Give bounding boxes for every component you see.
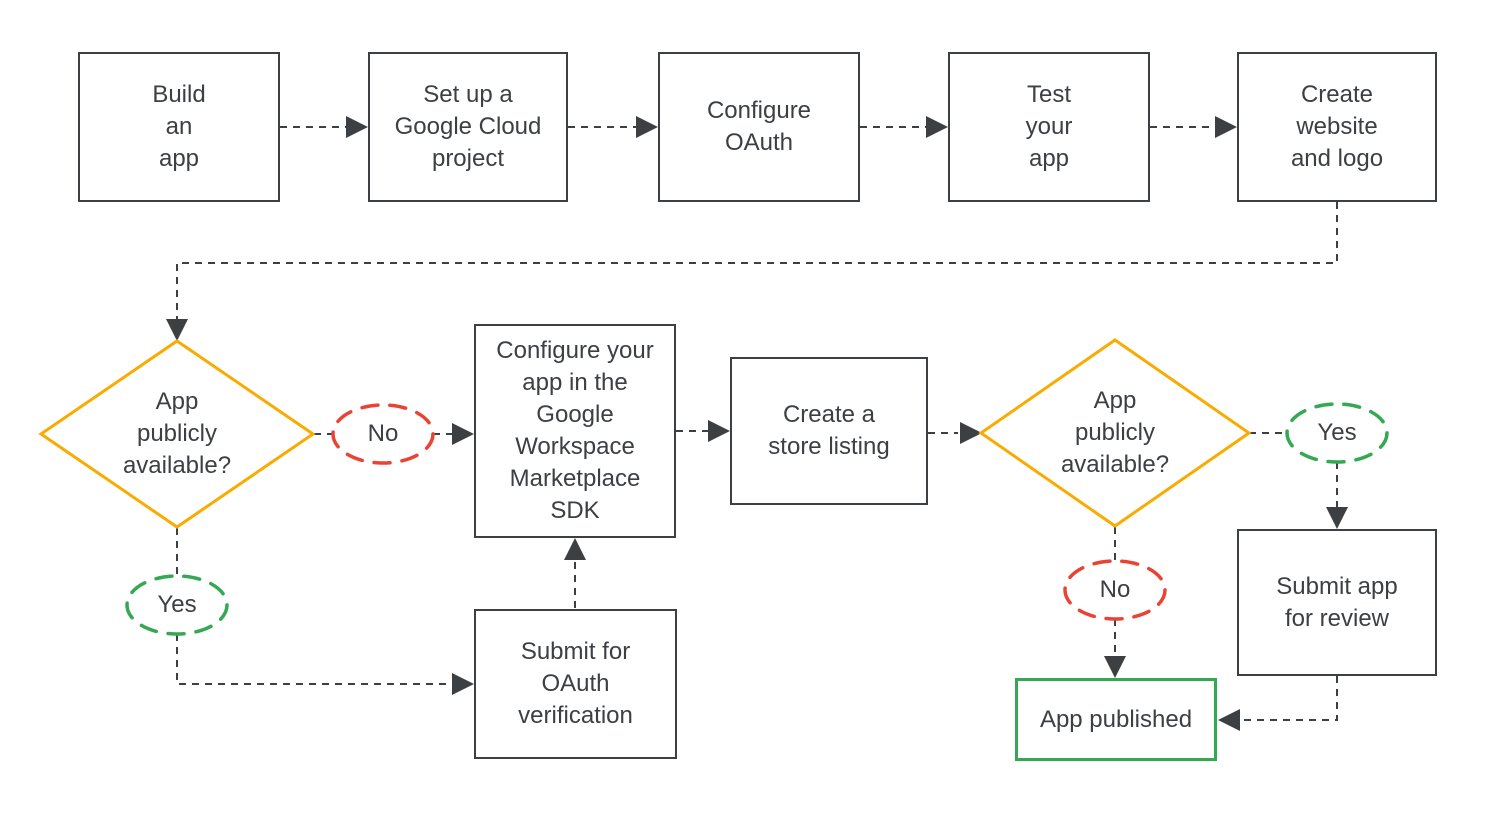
arrowhead-icon bbox=[1218, 709, 1240, 731]
connector-yes-to-oauth-verification bbox=[176, 634, 452, 685]
node-build-an-app-label: Build an app bbox=[152, 81, 206, 172]
node-build-an-app: Build an app bbox=[78, 52, 280, 202]
node-create-website-and-logo: Create website and logo bbox=[1237, 52, 1437, 202]
node-submit-for-oauth-verification-label: Submit for OAuth verification bbox=[518, 638, 633, 729]
arrowhead-icon bbox=[346, 116, 368, 138]
node-create-store-listing-label: Create a store listing bbox=[768, 401, 890, 460]
arrowhead-icon bbox=[636, 116, 658, 138]
arrowhead-icon bbox=[166, 319, 188, 341]
arrowhead-icon bbox=[1104, 656, 1126, 678]
decision-diamond-2 bbox=[978, 338, 1252, 528]
arrowhead-icon bbox=[1326, 507, 1348, 529]
node-app-published-label: App published bbox=[1039, 705, 1193, 733]
connector-submit-review-to-app-published bbox=[1240, 676, 1338, 721]
node-app-published: App published bbox=[1015, 678, 1217, 761]
arrowhead-icon bbox=[564, 538, 586, 560]
node-configure-oauth-label: Configure OAuth bbox=[706, 97, 812, 156]
node-configure-oauth: Configure OAuth bbox=[658, 52, 860, 202]
node-create-store-listing: Create a store listing bbox=[730, 357, 928, 505]
arrowhead-icon bbox=[1215, 116, 1237, 138]
no-oval-2 bbox=[1063, 559, 1167, 621]
node-submit-for-oauth-verification: Submit for OAuth verification bbox=[474, 609, 677, 759]
node-create-website-and-logo-label: Create website and logo bbox=[1290, 81, 1384, 172]
node-setup-google-cloud-project-label: Set up a Google Cloud project bbox=[394, 81, 542, 172]
node-setup-google-cloud-project: Set up a Google Cloud project bbox=[368, 52, 568, 202]
node-test-your-app-label: Test your app bbox=[1025, 81, 1073, 172]
yes-oval-1 bbox=[125, 574, 229, 636]
node-configure-marketplace-sdk-label: Configure your app in the Google Workspa… bbox=[496, 337, 654, 524]
arrowhead-icon bbox=[452, 673, 474, 695]
node-submit-app-for-review-label: Submit app for review bbox=[1276, 572, 1398, 632]
connector-website-to-decision1 bbox=[176, 202, 1338, 320]
node-test-your-app: Test your app bbox=[948, 52, 1150, 202]
node-submit-app-for-review: Submit app for review bbox=[1237, 529, 1437, 676]
node-configure-marketplace-sdk: Configure your app in the Google Workspa… bbox=[474, 324, 676, 538]
arrowhead-icon bbox=[708, 420, 730, 442]
decision-diamond-1 bbox=[38, 339, 316, 529]
arrowhead-icon bbox=[452, 423, 474, 445]
no-oval-1 bbox=[331, 403, 435, 465]
arrowhead-icon bbox=[926, 116, 948, 138]
arrowhead-icon bbox=[960, 422, 982, 444]
yes-oval-2 bbox=[1285, 402, 1389, 464]
